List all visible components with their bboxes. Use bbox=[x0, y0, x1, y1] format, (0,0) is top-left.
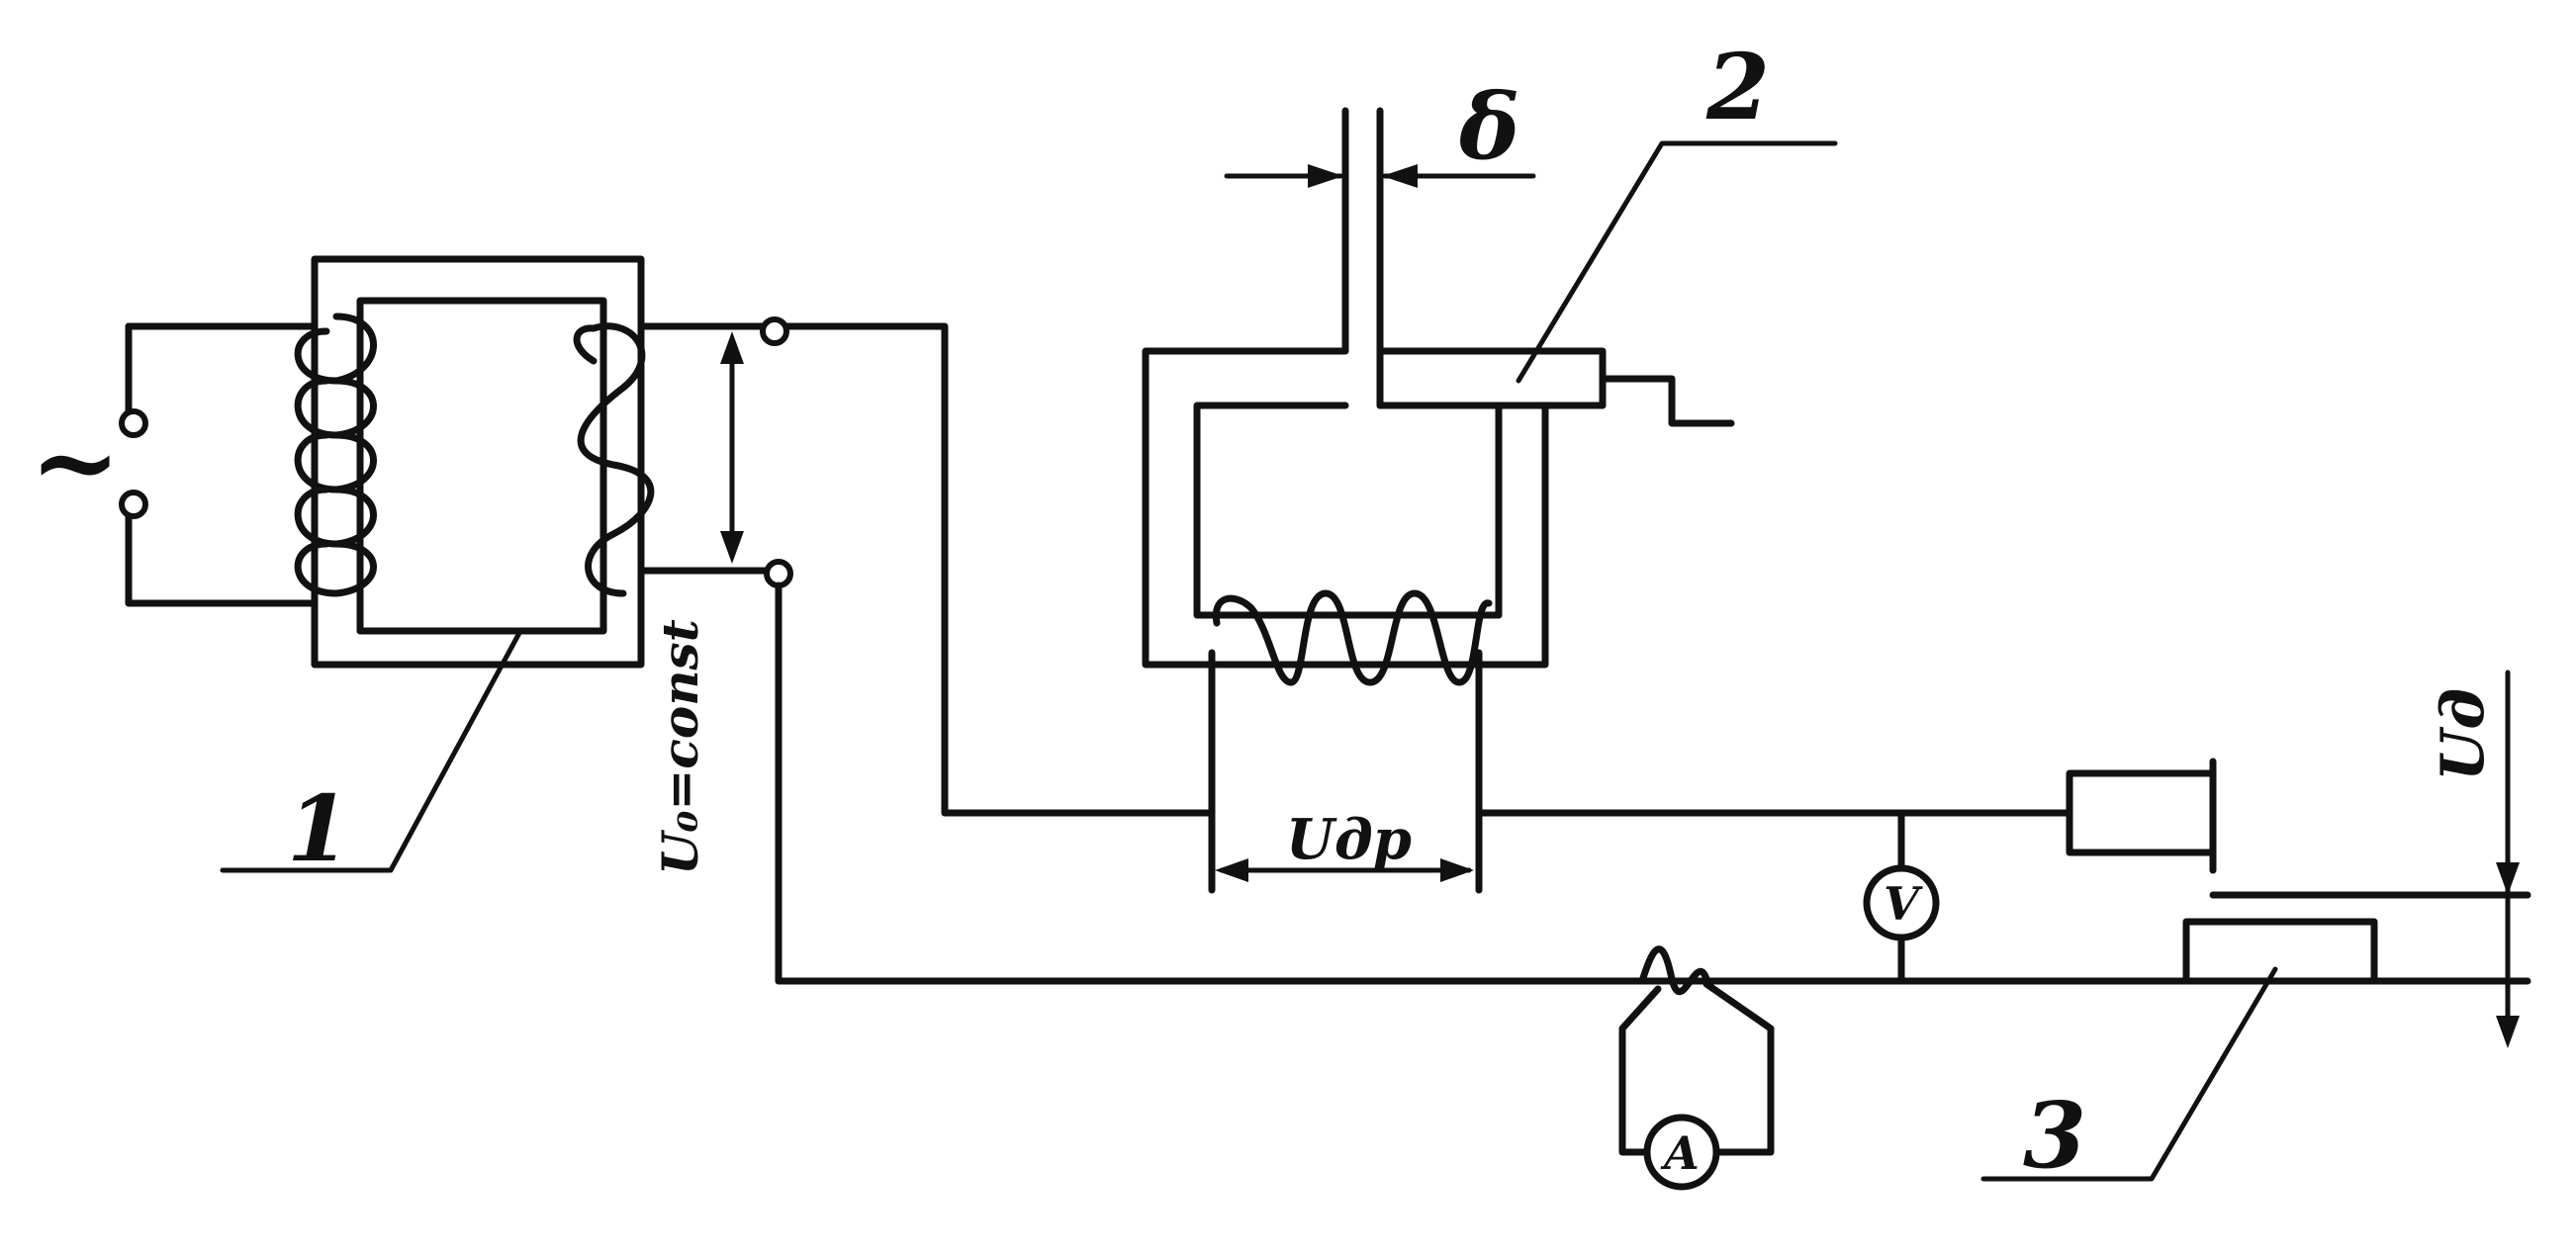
secondary-winding bbox=[573, 322, 655, 597]
choke-core bbox=[1142, 176, 1549, 669]
callout-2-label: 2 bbox=[1705, 34, 1770, 140]
supply-voltage-arrow-head-up bbox=[720, 331, 744, 364]
gap-limbs bbox=[1341, 107, 1384, 184]
choke-voltage-label: Uдр bbox=[1286, 807, 1412, 872]
choke-voltage-arrow-head-left bbox=[1215, 858, 1248, 882]
armature-rod bbox=[1599, 375, 1735, 427]
callouts: 1 2 3 bbox=[220, 34, 2278, 1189]
callout-3-label: 3 bbox=[2023, 1082, 2086, 1189]
ac-terminal-bottom bbox=[119, 490, 148, 519]
return-wire bbox=[775, 582, 2531, 985]
transformer bbox=[294, 255, 655, 669]
output-terminal-top bbox=[760, 316, 789, 346]
electrode-holder bbox=[2066, 769, 2217, 856]
arc-voltage-arrow-bottom bbox=[2496, 1016, 2520, 1048]
callout-2-leader bbox=[1516, 140, 1838, 384]
transformer-core-window bbox=[356, 297, 607, 635]
ac-terminal-top bbox=[119, 408, 148, 438]
transformer-core-outer bbox=[311, 255, 645, 669]
choke-coil bbox=[1212, 589, 1493, 686]
primary-bottom-lead bbox=[125, 505, 319, 607]
supply-voltage-arrow-head-down bbox=[720, 531, 744, 564]
electrode-workpiece: Uд bbox=[2066, 670, 2531, 1048]
current-transformer bbox=[1638, 945, 1710, 996]
workpiece bbox=[2182, 918, 2378, 985]
arc-voltage-arrow-top bbox=[2496, 862, 2520, 895]
ammeter-leads bbox=[1618, 980, 1775, 1156]
callout-1-leader bbox=[220, 630, 522, 873]
gap-arrow-right bbox=[1382, 164, 1418, 188]
main-wiring bbox=[775, 322, 2531, 985]
choke-armature bbox=[1376, 347, 1607, 409]
callout-3-leader bbox=[1980, 966, 2278, 1182]
gap-label: δ bbox=[1458, 73, 1519, 180]
secondary-circuit: U₀=const bbox=[637, 316, 793, 875]
choke-leads bbox=[1208, 649, 1483, 894]
choke-voltage-arrow-head-right bbox=[1440, 858, 1474, 882]
ammeter-circle bbox=[1643, 1114, 1720, 1191]
output-terminal-bottom bbox=[764, 559, 793, 588]
ac-source-circuit: ~ bbox=[30, 322, 319, 607]
ammeter: A bbox=[1618, 945, 1775, 1191]
voltmeter-label: V bbox=[1884, 877, 1923, 931]
primary-winding bbox=[294, 313, 377, 597]
arc-voltage-label: Uд bbox=[2429, 688, 2498, 781]
voltmeter: V bbox=[1863, 809, 1940, 985]
gap-arrow-left bbox=[1308, 164, 1343, 188]
voltmeter-circle bbox=[1863, 864, 1940, 941]
choke: Uдр δ bbox=[1142, 73, 1735, 894]
ac-source-symbol: ~ bbox=[30, 398, 121, 525]
callout-1-label: 1 bbox=[287, 775, 350, 882]
ammeter-label: A bbox=[1660, 1126, 1700, 1180]
wire-terminal-to-choke bbox=[782, 322, 1216, 817]
supply-voltage-label: U₀=const bbox=[651, 619, 709, 875]
